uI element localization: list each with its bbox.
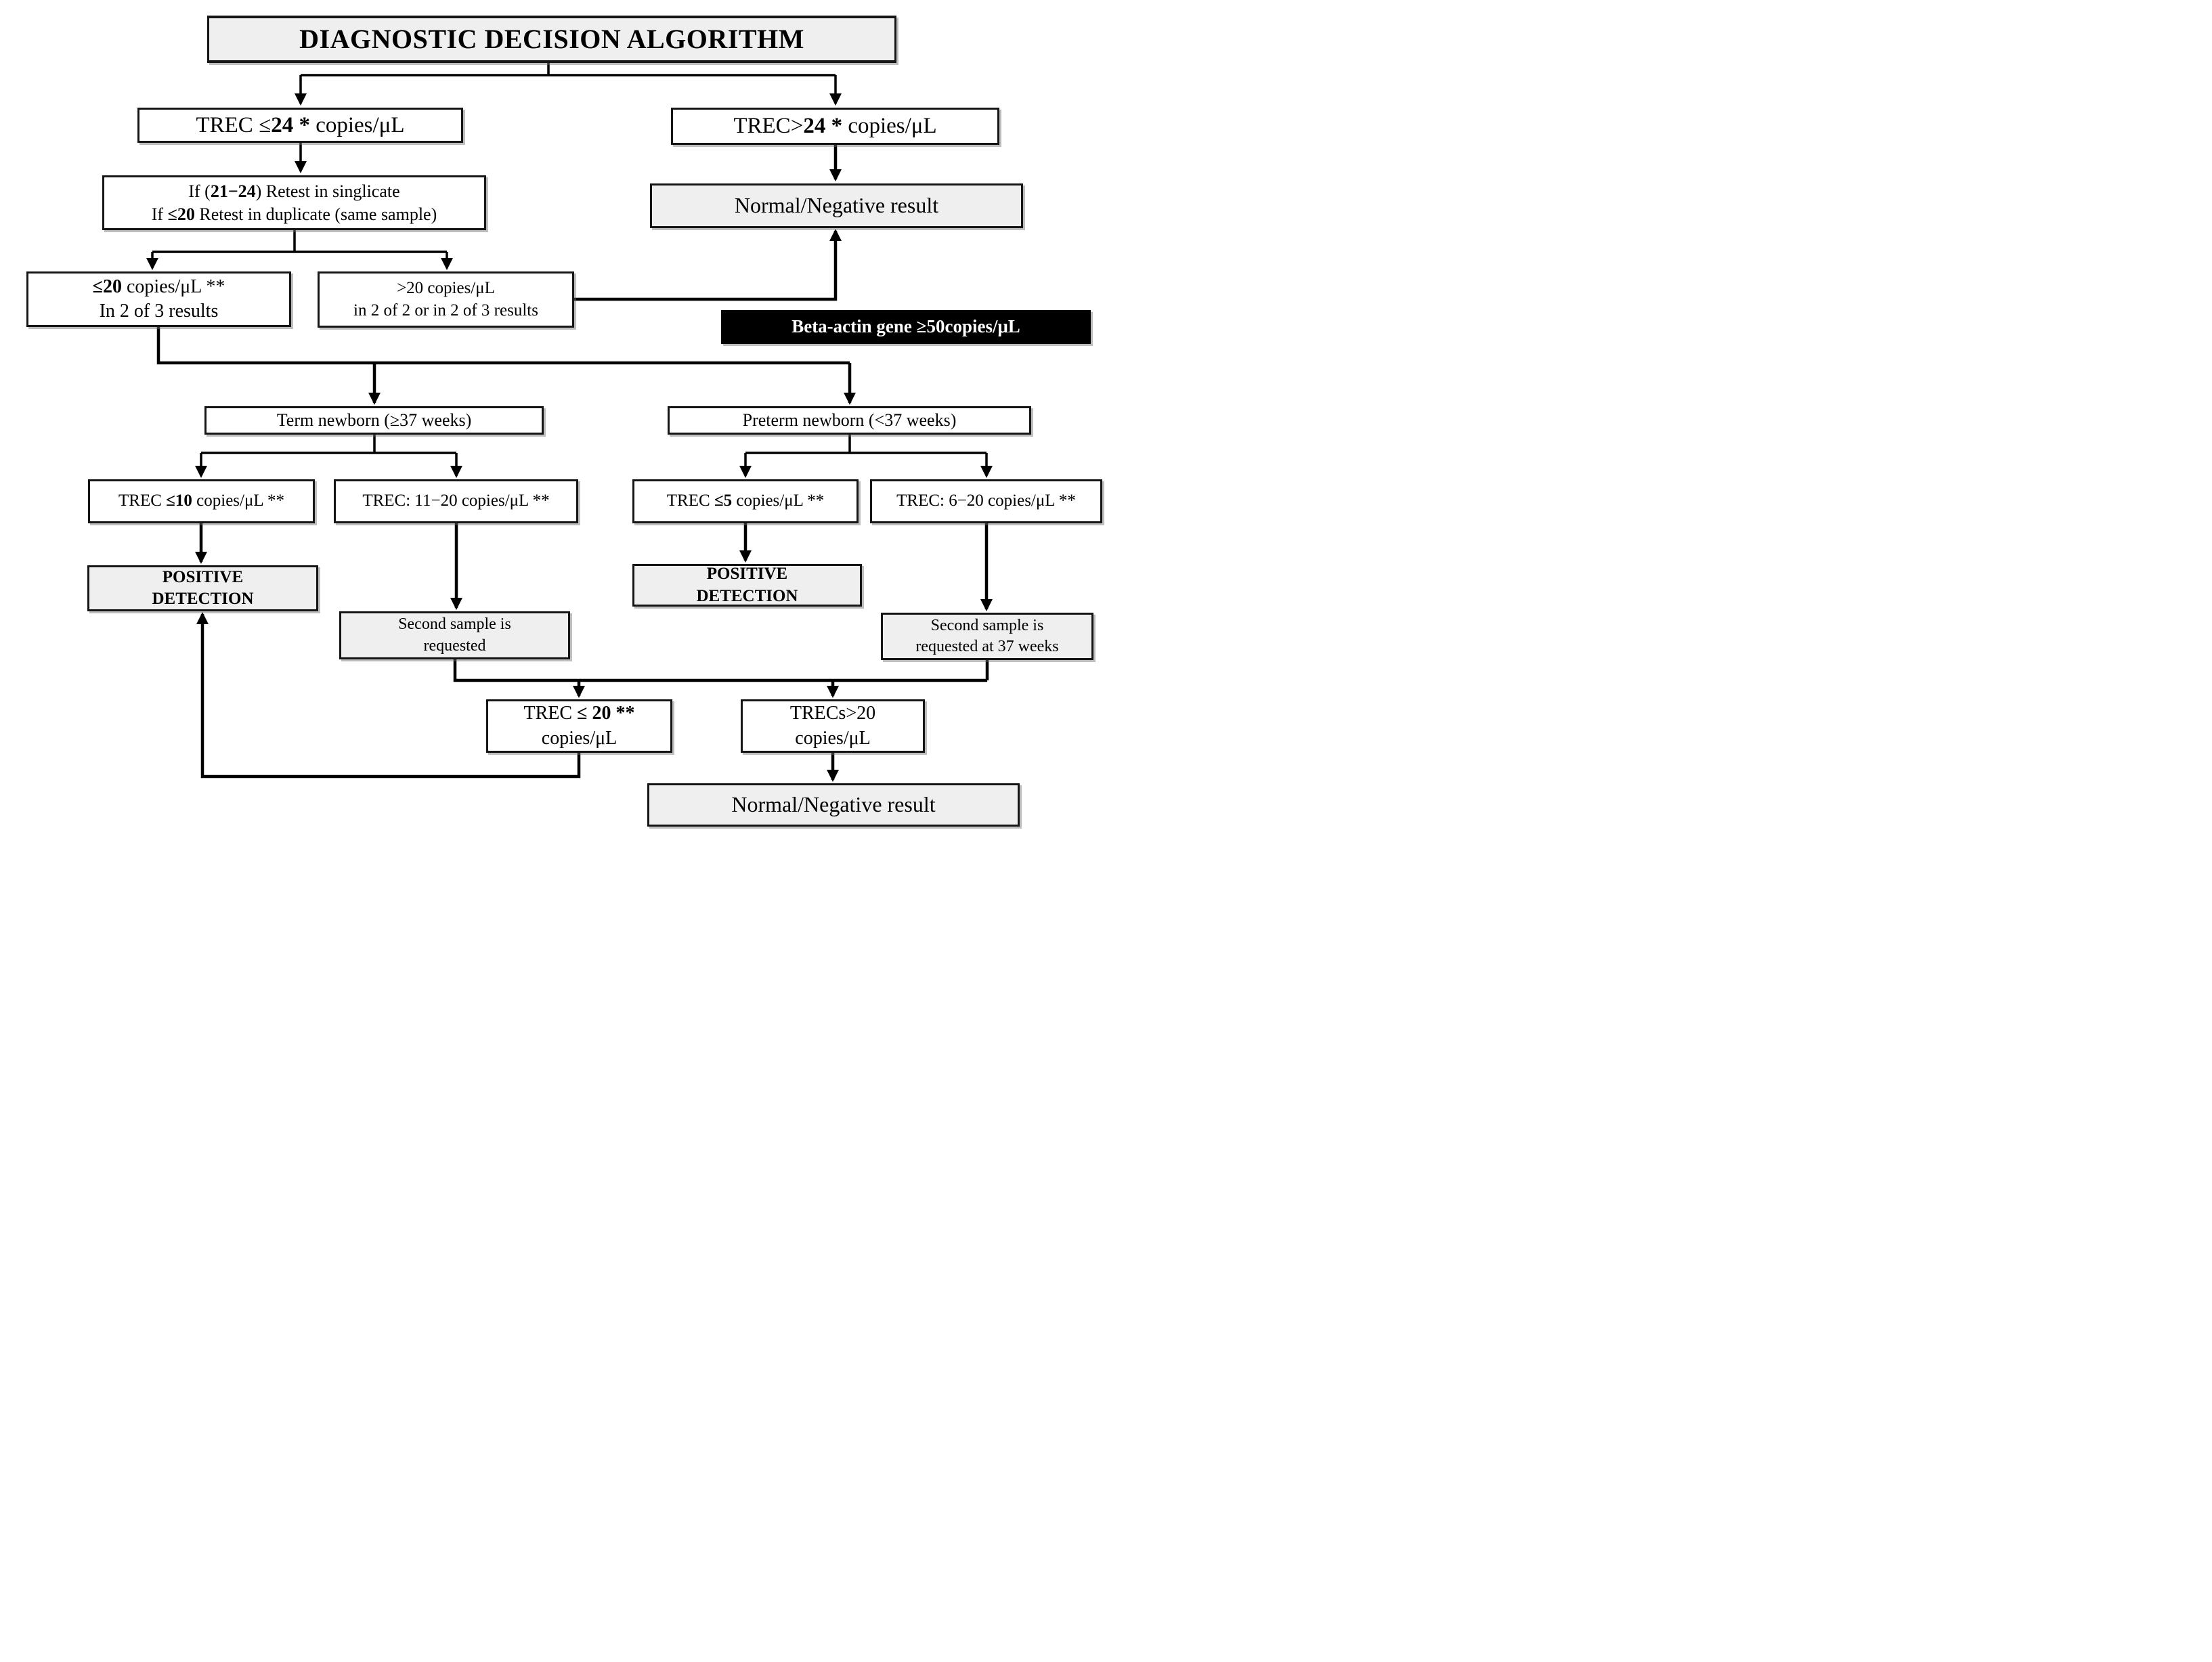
connector-gt20-to-normal xyxy=(574,229,842,301)
node-label: TREC>24 * copies/μL xyxy=(733,112,936,141)
node-label: TREC ≤ 20 ** xyxy=(524,701,635,726)
node-le20-2of3: ≤20 copies/μL ** In 2 of 3 results xyxy=(26,271,291,327)
node-positive-detection-preterm: POSITIVE DETECTION xyxy=(632,564,862,607)
node-term-newborn: Term newborn (≥37 weeks) xyxy=(204,406,544,435)
node-label: >20 copies/μL xyxy=(397,279,495,297)
node-label: In 2 of 3 results xyxy=(99,301,219,322)
label-post: copies/μL xyxy=(309,112,405,137)
label-post: copies/μL xyxy=(842,114,937,139)
node-trec-le20-final: TREC ≤ 20 ** copies/μL xyxy=(486,699,672,753)
node-label: copies/μL xyxy=(541,727,617,749)
node-label: DETECTION xyxy=(152,590,254,608)
node-label: TREC: 6−20 copies/μL ** xyxy=(896,491,1076,510)
diagnostic-decision-flowchart: DIAGNOSTIC DECISION ALGORITHM TREC ≤24 *… xyxy=(0,0,1106,831)
label-pre: TREC xyxy=(118,491,167,510)
node-label: Beta-actin gene ≥50copies/μL xyxy=(791,316,1020,337)
node-label: requested at 37 weeks xyxy=(915,638,1059,655)
node-second-sample-preterm: Second sample is requested at 37 weeks xyxy=(881,613,1093,660)
node-label: POSITIVE xyxy=(706,565,788,583)
label-bold: ≤ 20 ** xyxy=(577,703,635,724)
label-bold: 24 * xyxy=(803,114,843,139)
label-pre: TREC> xyxy=(733,114,804,139)
node-second-sample-term: Second sample is requested xyxy=(339,611,570,659)
node-label: If (21−24) Retest in singlicate xyxy=(188,180,399,203)
node-label: Normal/Negative result xyxy=(734,193,939,218)
node-label: ≤20 copies/μL ** xyxy=(93,275,225,299)
node-retest-instructions: If (21−24) Retest in singlicate If ≤20 R… xyxy=(102,175,486,230)
node-gt20-results: >20 copies/μL in 2 of 2 or in 2 of 3 res… xyxy=(318,271,574,328)
node-label: Second sample is xyxy=(930,616,1044,634)
node-trec-le10: TREC ≤10 copies/μL ** xyxy=(88,479,315,523)
node-label: requested xyxy=(423,636,486,655)
label-post: copies/μL ** xyxy=(732,491,825,510)
label-post: Retest in duplicate (same sample) xyxy=(194,204,437,224)
label-bold: ≤20 xyxy=(167,204,195,224)
label-pre: TREC ≤ xyxy=(196,112,272,137)
node-label: TREC ≤10 copies/μL ** xyxy=(118,490,284,512)
page-title: DIAGNOSTIC DECISION ALGORITHM xyxy=(299,24,804,54)
node-label: Preterm newborn (<37 weeks) xyxy=(742,410,957,431)
node-label: DETECTION xyxy=(696,586,798,605)
label-pre: TREC xyxy=(666,491,714,510)
label-bold: 24 * xyxy=(271,112,310,137)
label-post: copies/μL ** xyxy=(192,491,284,510)
node-trec-6-20: TREC: 6−20 copies/μL ** xyxy=(870,479,1102,523)
node-label: POSITIVE xyxy=(162,567,244,586)
node-trecs-gt20: TRECs>20 copies/μL xyxy=(741,699,925,753)
node-label: Second sample is xyxy=(398,615,511,634)
node-label: Term newborn (≥37 weeks) xyxy=(276,410,472,431)
node-preterm-newborn: Preterm newborn (<37 weeks) xyxy=(668,406,1031,435)
node-trec-le5: TREC ≤5 copies/μL ** xyxy=(632,479,859,523)
node-normal-negative-top: Normal/Negative result xyxy=(650,183,1023,228)
title-box: DIAGNOSTIC DECISION ALGORITHM xyxy=(207,16,896,63)
node-label: TREC: 11−20 copies/μL ** xyxy=(362,491,550,510)
label-pre: TREC xyxy=(523,703,578,724)
node-trec-gt24: TREC>24 * copies/μL xyxy=(671,108,999,145)
node-label: If ≤20 Retest in duplicate (same sample) xyxy=(152,203,437,226)
node-positive-detection-term: POSITIVE DETECTION xyxy=(87,565,318,611)
node-trec-11-20: TREC: 11−20 copies/μL ** xyxy=(334,479,578,523)
node-trec-le24: TREC ≤24 * copies/μL xyxy=(137,108,463,143)
node-label: in 2 of 2 or in 2 of 3 results xyxy=(353,301,538,320)
node-normal-negative-bottom: Normal/Negative result xyxy=(647,783,1020,827)
node-label: TREC ≤24 * copies/μL xyxy=(196,111,404,140)
node-label: copies/μL xyxy=(795,727,871,749)
connector-second-sample-branch xyxy=(453,659,987,682)
label-bold: ≤10 xyxy=(166,491,192,510)
label-pre: If xyxy=(151,204,168,224)
node-label: Normal/Negative result xyxy=(731,792,936,817)
label-bold: ≤20 xyxy=(92,276,122,297)
label-bold: ≤5 xyxy=(714,491,733,510)
label-pre: If ( xyxy=(188,181,211,201)
label-post: copies/μL ** xyxy=(121,276,225,297)
label-post: ) Retest in singlicate xyxy=(255,181,400,201)
node-beta-actin-threshold: Beta-actin gene ≥50copies/μL xyxy=(721,310,1091,344)
node-label: TREC ≤5 copies/μL ** xyxy=(667,490,824,512)
label-bold: 21−24 xyxy=(210,181,256,201)
node-label: TRECs>20 xyxy=(789,703,876,724)
